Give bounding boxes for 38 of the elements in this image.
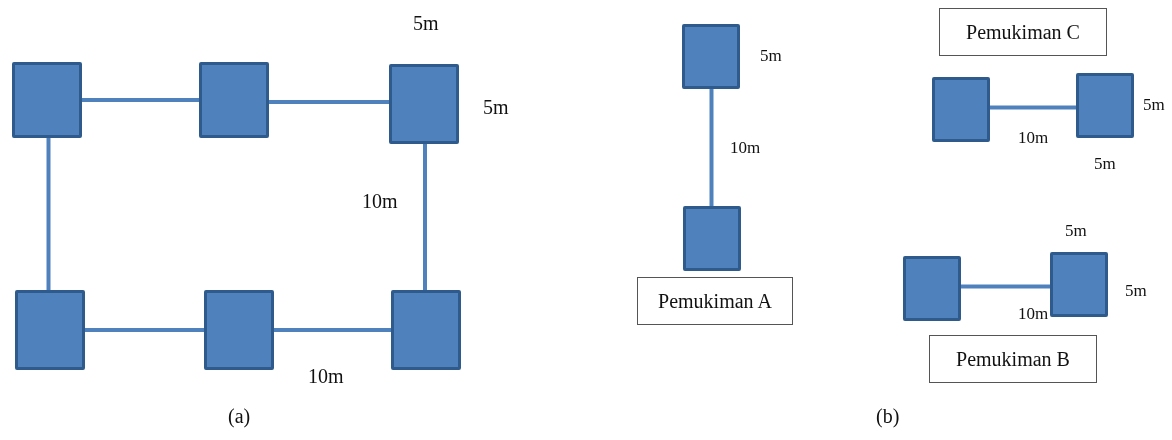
house-square [204, 290, 274, 370]
house-square [391, 290, 461, 370]
house-square [199, 62, 269, 138]
dimension-label: 5m [1125, 281, 1147, 301]
connecting-line [269, 100, 389, 104]
dimension-label: 10m [1018, 304, 1049, 324]
dimension-label: 5m [1143, 95, 1165, 115]
connecting-line [961, 284, 1050, 289]
house-square [1050, 252, 1108, 317]
dimension-label: 10m [1018, 128, 1049, 148]
dimension-label: 5m [413, 12, 439, 35]
settlement-name-box: Pemukiman C [939, 8, 1107, 56]
connecting-line [46, 138, 51, 290]
connecting-line [82, 98, 199, 102]
dimension-label: 5m [483, 96, 509, 119]
house-square [903, 256, 961, 321]
house-square [682, 24, 740, 89]
settlement-name-box: Pemukiman A [637, 277, 793, 325]
panel-label: (a) [228, 405, 251, 428]
connecting-line [709, 89, 714, 206]
panel-label: (b) [876, 405, 900, 428]
dimension-label: 5m [760, 46, 782, 66]
dimension-label: 10m [308, 365, 344, 388]
dimension-label: 5m [1094, 154, 1116, 174]
house-square [683, 206, 741, 271]
dimension-label: 10m [730, 138, 761, 158]
house-square [15, 290, 85, 370]
dimension-label: 5m [1065, 221, 1087, 241]
house-square [389, 64, 459, 144]
connecting-line [990, 105, 1076, 110]
connecting-line [274, 328, 391, 332]
house-square [932, 77, 990, 142]
connecting-line [423, 144, 427, 290]
settlement-name-box: Pemukiman B [929, 335, 1097, 383]
house-square [12, 62, 82, 138]
connecting-line [85, 328, 204, 332]
dimension-label: 10m [362, 190, 398, 213]
house-square [1076, 73, 1134, 138]
